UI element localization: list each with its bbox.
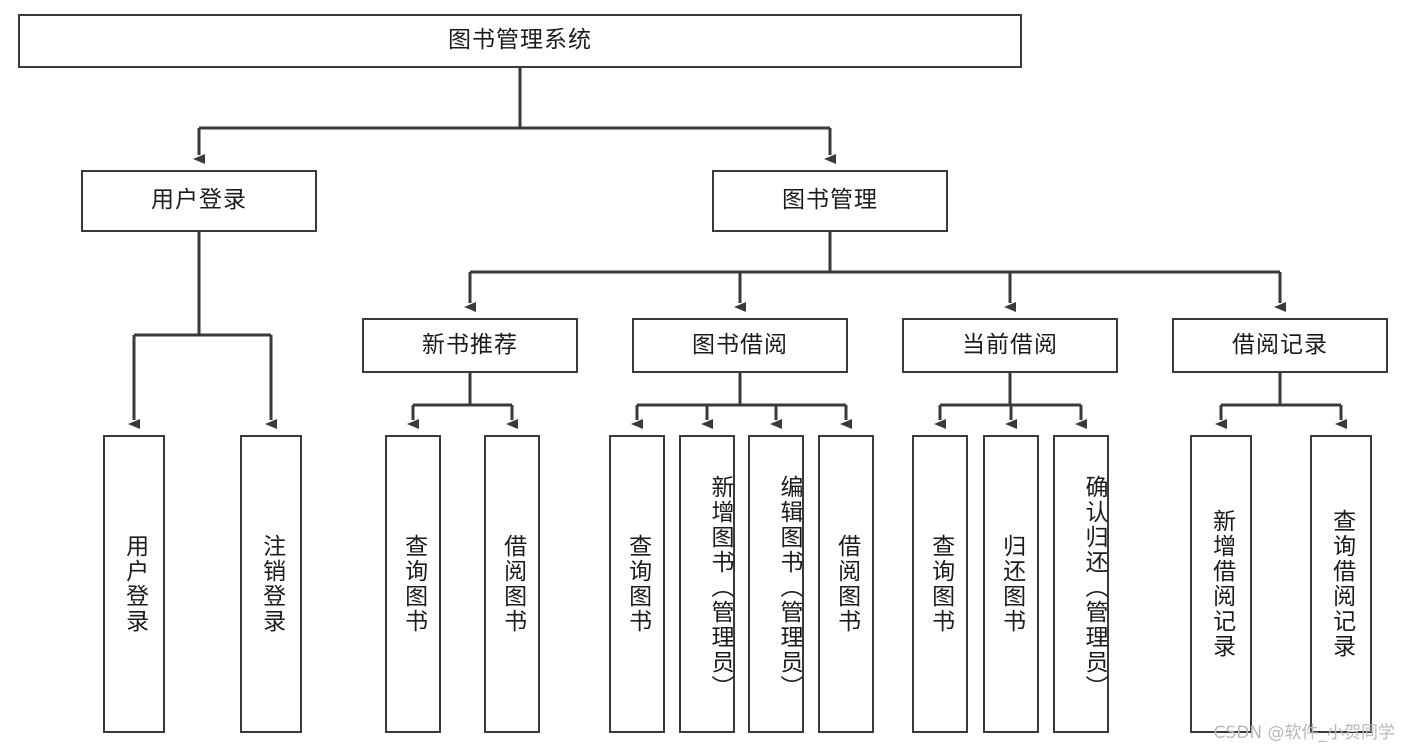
node-user-login-label: 用户登录 (151, 187, 247, 214)
node-leaf-borrow-book-2-label: 借阅图书 (833, 534, 860, 634)
node-leaf-user-login-label: 用户登录 (121, 534, 148, 634)
node-leaf-add-book-admin[interactable]: 新增图书（管理员） (679, 435, 735, 733)
node-new-book-recommend-label: 新书推荐 (422, 331, 518, 358)
node-leaf-query-book-2-label: 查询图书 (624, 534, 651, 634)
node-leaf-add-borrow-record-label: 新增借阅记录 (1208, 509, 1235, 659)
node-book-borrow-label: 图书借阅 (692, 331, 788, 358)
node-user-login[interactable]: 用户登录 (81, 170, 317, 232)
node-book-borrow[interactable]: 图书借阅 (632, 318, 848, 373)
node-leaf-user-login[interactable]: 用户登录 (103, 435, 165, 733)
watermark-credit: CSDN @软件_小贺同学 (1213, 723, 1395, 743)
node-new-book-recommend[interactable]: 新书推荐 (362, 318, 578, 373)
node-leaf-edit-book-admin-label: 编辑图书（管理员） (776, 474, 802, 700)
node-leaf-query-book-2[interactable]: 查询图书 (609, 435, 665, 733)
node-leaf-add-book-admin-label: 新增图书（管理员） (707, 474, 733, 700)
node-leaf-query-book-3[interactable]: 查询图书 (912, 435, 968, 733)
node-leaf-borrow-book-1[interactable]: 借阅图书 (484, 435, 540, 733)
node-leaf-edit-book-admin[interactable]: 编辑图书（管理员） (748, 435, 804, 733)
node-leaf-add-borrow-record[interactable]: 新增借阅记录 (1190, 435, 1252, 733)
node-root-book-management-system[interactable]: 图书管理系统 (18, 14, 1022, 68)
node-book-management[interactable]: 图书管理 (712, 170, 948, 232)
node-leaf-return-book-label: 归还图书 (998, 534, 1025, 634)
node-leaf-query-book-1[interactable]: 查询图书 (385, 435, 441, 733)
node-borrow-record[interactable]: 借阅记录 (1172, 318, 1388, 373)
node-leaf-query-book-3-label: 查询图书 (927, 534, 954, 634)
node-leaf-borrow-book-1-label: 借阅图书 (499, 534, 526, 634)
node-leaf-confirm-return-admin-label: 确认归还（管理员） (1081, 474, 1107, 700)
node-root-label: 图书管理系统 (448, 27, 592, 54)
node-leaf-logout-login[interactable]: 注销登录 (240, 435, 302, 733)
node-book-management-label: 图书管理 (782, 187, 878, 214)
node-current-borrow-label: 当前借阅 (962, 331, 1058, 358)
node-leaf-return-book[interactable]: 归还图书 (983, 435, 1039, 733)
node-leaf-confirm-return-admin[interactable]: 确认归还（管理员） (1053, 435, 1109, 733)
node-leaf-query-book-1-label: 查询图书 (400, 534, 427, 634)
node-current-borrow[interactable]: 当前借阅 (902, 318, 1118, 373)
node-leaf-borrow-book-2[interactable]: 借阅图书 (818, 435, 874, 733)
node-borrow-record-label: 借阅记录 (1232, 331, 1328, 358)
node-leaf-logout-login-label: 注销登录 (258, 534, 285, 634)
node-leaf-query-borrow-record-label: 查询借阅记录 (1328, 509, 1355, 659)
node-leaf-query-borrow-record[interactable]: 查询借阅记录 (1310, 435, 1372, 733)
